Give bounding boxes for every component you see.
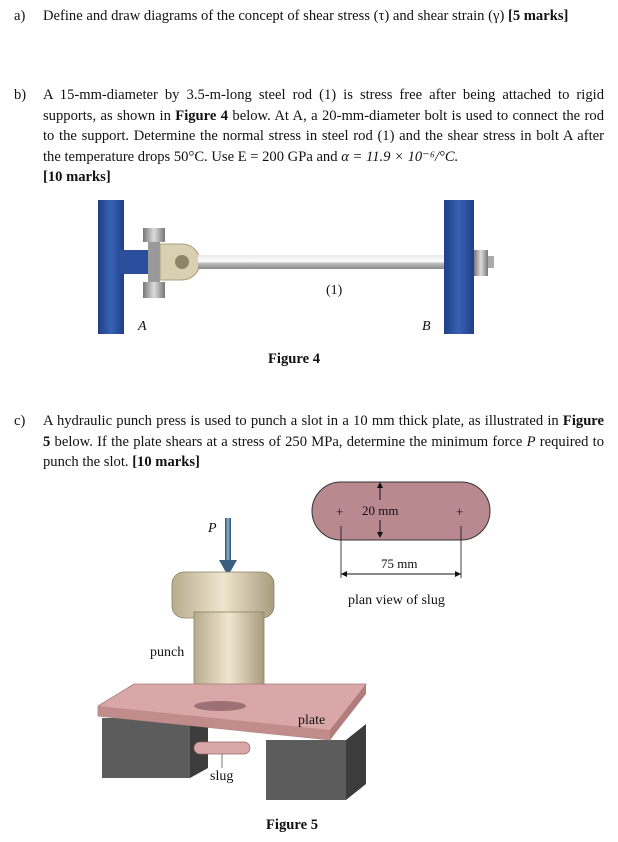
question-b-figure-ref: Figure 4: [175, 107, 229, 124]
question-c-force-var: P: [526, 433, 536, 450]
plate-front: [98, 706, 330, 740]
figure-4-diagram: A (1) B: [98, 200, 494, 334]
rod-right: [283, 255, 459, 269]
bolt-nut-bottom: [143, 282, 165, 298]
question-c-label: c): [14, 413, 26, 429]
question-c-body-3: required to punch the slot.: [43, 433, 604, 471]
plan-view-caption: plan view of slug: [348, 593, 445, 608]
bolt-shank: [148, 242, 160, 282]
question-b-text: A 15-mm-diameter by 3.5-m-long steel rod…: [43, 85, 604, 188]
support-block-right-side: [346, 724, 366, 800]
bolt-nut-top: [143, 228, 165, 242]
label-B: B: [422, 319, 431, 334]
question-c-marks: [10 marks]: [132, 454, 200, 470]
question-a-body: Define and draw diagrams of the concept …: [43, 8, 505, 24]
question-a-text: Define and draw diagrams of the concept …: [43, 6, 604, 27]
label-slug: slug: [210, 769, 233, 784]
dim-20-arrowhead-up: [377, 482, 383, 488]
figure-5-caption: Figure 5: [266, 817, 319, 833]
question-a-marks: [5 marks]: [507, 8, 569, 24]
label-P: P: [207, 521, 217, 536]
question-c-figure-ref: Figure 5: [43, 413, 604, 450]
dim-length-label: 75 mm: [381, 556, 417, 571]
plus-right: +: [456, 504, 463, 519]
question-c-text: A hydraulic punch press is used to punch…: [43, 411, 604, 473]
dim-20-arrowhead-down: [377, 532, 383, 538]
support-left: [98, 200, 124, 334]
question-c: c) A hydraulic punch press is used to pu…: [14, 411, 604, 473]
question-b: b) A 15-mm-diameter by 3.5-m-long steel …: [14, 85, 604, 188]
label-punch: punch: [150, 645, 184, 660]
question-a: a) Define and draw diagrams of the conce…: [14, 6, 604, 27]
clevis-hole: [175, 255, 189, 269]
question-b-label: b): [14, 87, 27, 103]
slug-piece: [193, 741, 251, 755]
rod-end-right: [488, 256, 494, 268]
force-arrow-shaft: [225, 518, 231, 564]
support-right: [444, 200, 474, 334]
dim-75-arrowhead-right: [455, 571, 461, 577]
dim-width-label: 20 mm: [362, 503, 398, 518]
force-arrow-head: [219, 560, 237, 576]
support-block-left: [102, 718, 190, 778]
dim-75-arrowhead-left: [341, 571, 347, 577]
question-c-body-1: A hydraulic punch press is used to punch…: [43, 413, 563, 429]
label-rod: (1): [326, 283, 343, 298]
question-b-body-2: below. At A, a 20-mm-diameter bolt is us…: [43, 107, 604, 165]
slug-plan-shape: [311, 481, 491, 541]
plate-slot: [194, 701, 246, 711]
question-b-body-1: A 15-mm-diameter by 3.5-m-long steel rod…: [43, 87, 604, 124]
question-b-alpha: α = 11.9 × 10⁻⁶/°C.: [341, 148, 459, 165]
question-a-label: a): [14, 8, 26, 24]
question-c-body-2: below. If the plate shears at a stress o…: [50, 433, 527, 450]
label-A: A: [137, 319, 147, 334]
punch-head: [171, 571, 275, 619]
plate-side: [330, 684, 366, 740]
figure-4-caption: Figure 4: [268, 351, 321, 367]
nut-right: [474, 250, 488, 276]
support-block-right: [266, 740, 346, 800]
figure-5-diagram: + + 20 mm 75 mm plan view of slug P punc…: [97, 481, 491, 800]
label-plate: plate: [298, 713, 325, 728]
punch-body: [193, 611, 265, 691]
question-b-marks: [10 marks]: [43, 169, 111, 185]
plus-left: +: [336, 504, 343, 519]
